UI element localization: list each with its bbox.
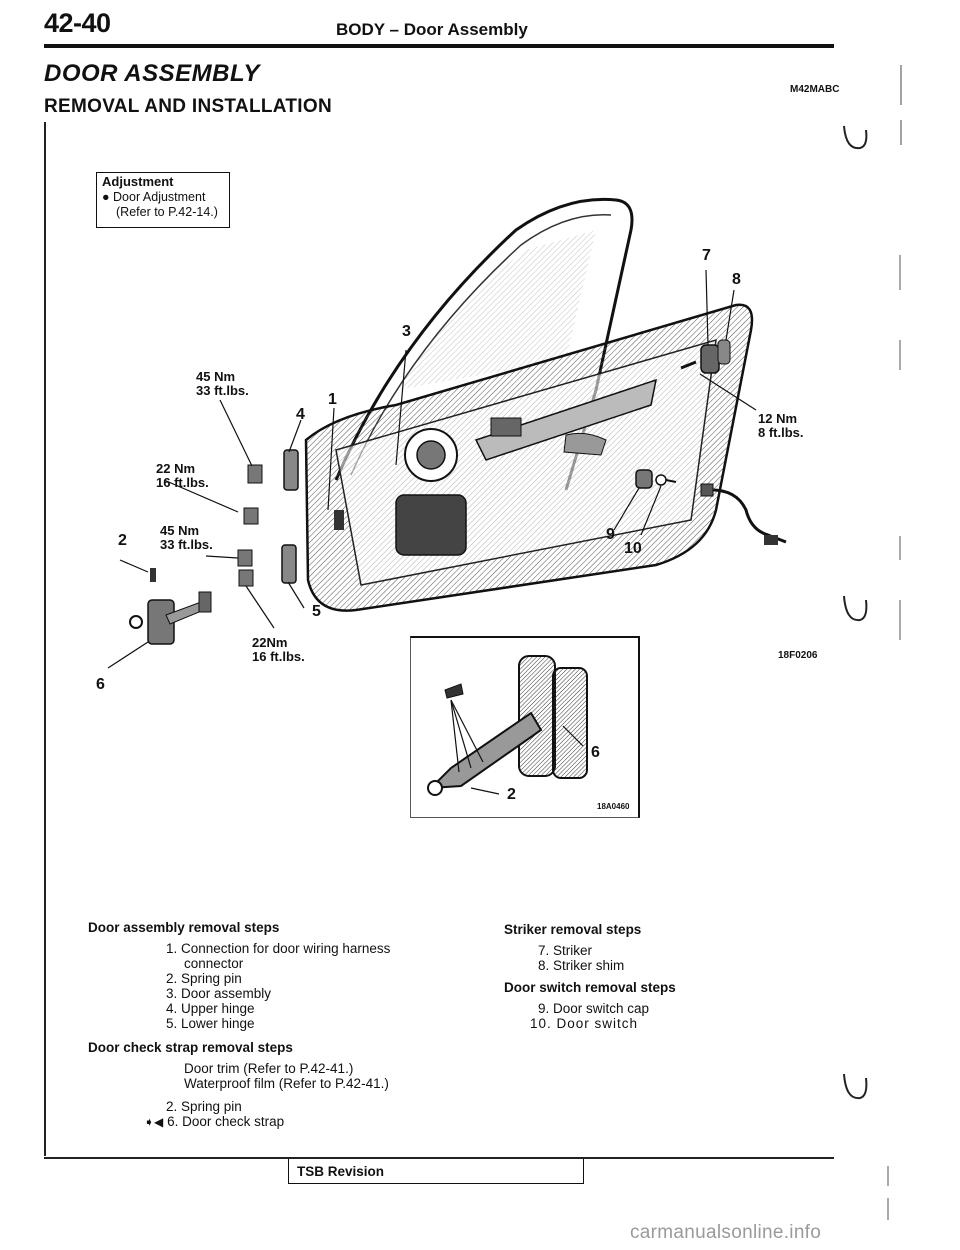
check-strap-inset: 6 2 18A0460: [410, 636, 640, 818]
service-point-marker: ➧◀: [144, 1115, 164, 1129]
door-switch-steps: Door switch removal steps 9. Door switch…: [504, 976, 804, 1031]
list-item: 2. Spring pin: [166, 971, 242, 986]
left-margin-rule: [44, 122, 46, 1156]
callout-8: 8: [732, 271, 741, 288]
section-code: M42MABC: [790, 84, 840, 95]
adjustment-title: Adjustment: [102, 174, 174, 189]
watermark: carmanualsonline.info: [630, 1222, 822, 1243]
page-header-title: BODY – Door Assembly: [336, 20, 528, 39]
check-strap-steps-heading: Door check strap removal steps: [88, 1040, 293, 1055]
list-item: 8. Striker shim: [538, 958, 625, 973]
callout-2: 2: [118, 532, 127, 549]
tsb-revision-box: TSB Revision: [288, 1159, 584, 1184]
inset-callout-2: 2: [507, 786, 516, 803]
list-item: ➧◀ 6. Door check strap: [144, 1114, 285, 1129]
list-item: 5. Lower hinge: [166, 1016, 255, 1031]
check-strap-detail-drawing: [427, 655, 588, 796]
check-strap-steps: Door check strap removal steps Door trim…: [88, 1036, 448, 1130]
striker-steps-heading: Striker removal steps: [504, 922, 642, 937]
callout-5: 5: [312, 603, 321, 620]
list-item: 4. Upper hinge: [166, 1001, 255, 1016]
section-title: DOOR ASSEMBLY: [44, 60, 260, 87]
door-assembly-steps-heading: Door assembly removal steps: [88, 920, 280, 935]
callout-7: 7: [702, 247, 711, 264]
door-switch-steps-heading: Door switch removal steps: [504, 980, 676, 995]
callout-3: 3: [402, 323, 411, 340]
callout-10: 10: [624, 540, 642, 557]
adjustment-item: ● Door Adjustment: [102, 190, 206, 204]
list-item: 2. Spring pin: [166, 1099, 242, 1114]
callout-9: 9: [606, 526, 615, 543]
inset-callout-6: 6: [591, 744, 600, 761]
binder-marks: [843, 65, 902, 1220]
striker-steps: Striker removal steps 7. Striker 8. Stri…: [504, 918, 804, 973]
list-item: 10. Door switch: [530, 1016, 639, 1031]
list-item: connector: [184, 956, 244, 971]
figure-code: 18F0206: [778, 650, 818, 661]
list-item: Door trim (Refer to P.42-41.): [184, 1061, 354, 1076]
adjustment-box: Adjustment ● Door Adjustment (Refer to P…: [96, 172, 230, 228]
list-item: 7. Striker: [538, 943, 593, 958]
section-subtitle: REMOVAL AND INSTALLATION: [44, 96, 332, 117]
page-number: 42-40: [44, 8, 111, 38]
list-item: 9. Door switch cap: [538, 1001, 650, 1016]
list-item: 3. Door assembly: [166, 986, 272, 1001]
footer-rule: [44, 1157, 834, 1159]
adjustment-ref: (Refer to P.42-14.): [116, 205, 218, 219]
list-item: 1. Connection for door wiring harness: [166, 941, 391, 956]
callout-1: 1: [328, 391, 337, 408]
header-rule: [44, 44, 834, 48]
list-item: Waterproof film (Refer to P.42-41.): [184, 1076, 389, 1091]
door-assembly-steps: Door assembly removal steps 1. Connectio…: [88, 916, 448, 1031]
callout-4: 4: [296, 406, 305, 423]
door-exploded-diagram: [107, 197, 787, 669]
callout-6: 6: [96, 676, 105, 693]
inset-code: 18A0460: [597, 802, 630, 811]
